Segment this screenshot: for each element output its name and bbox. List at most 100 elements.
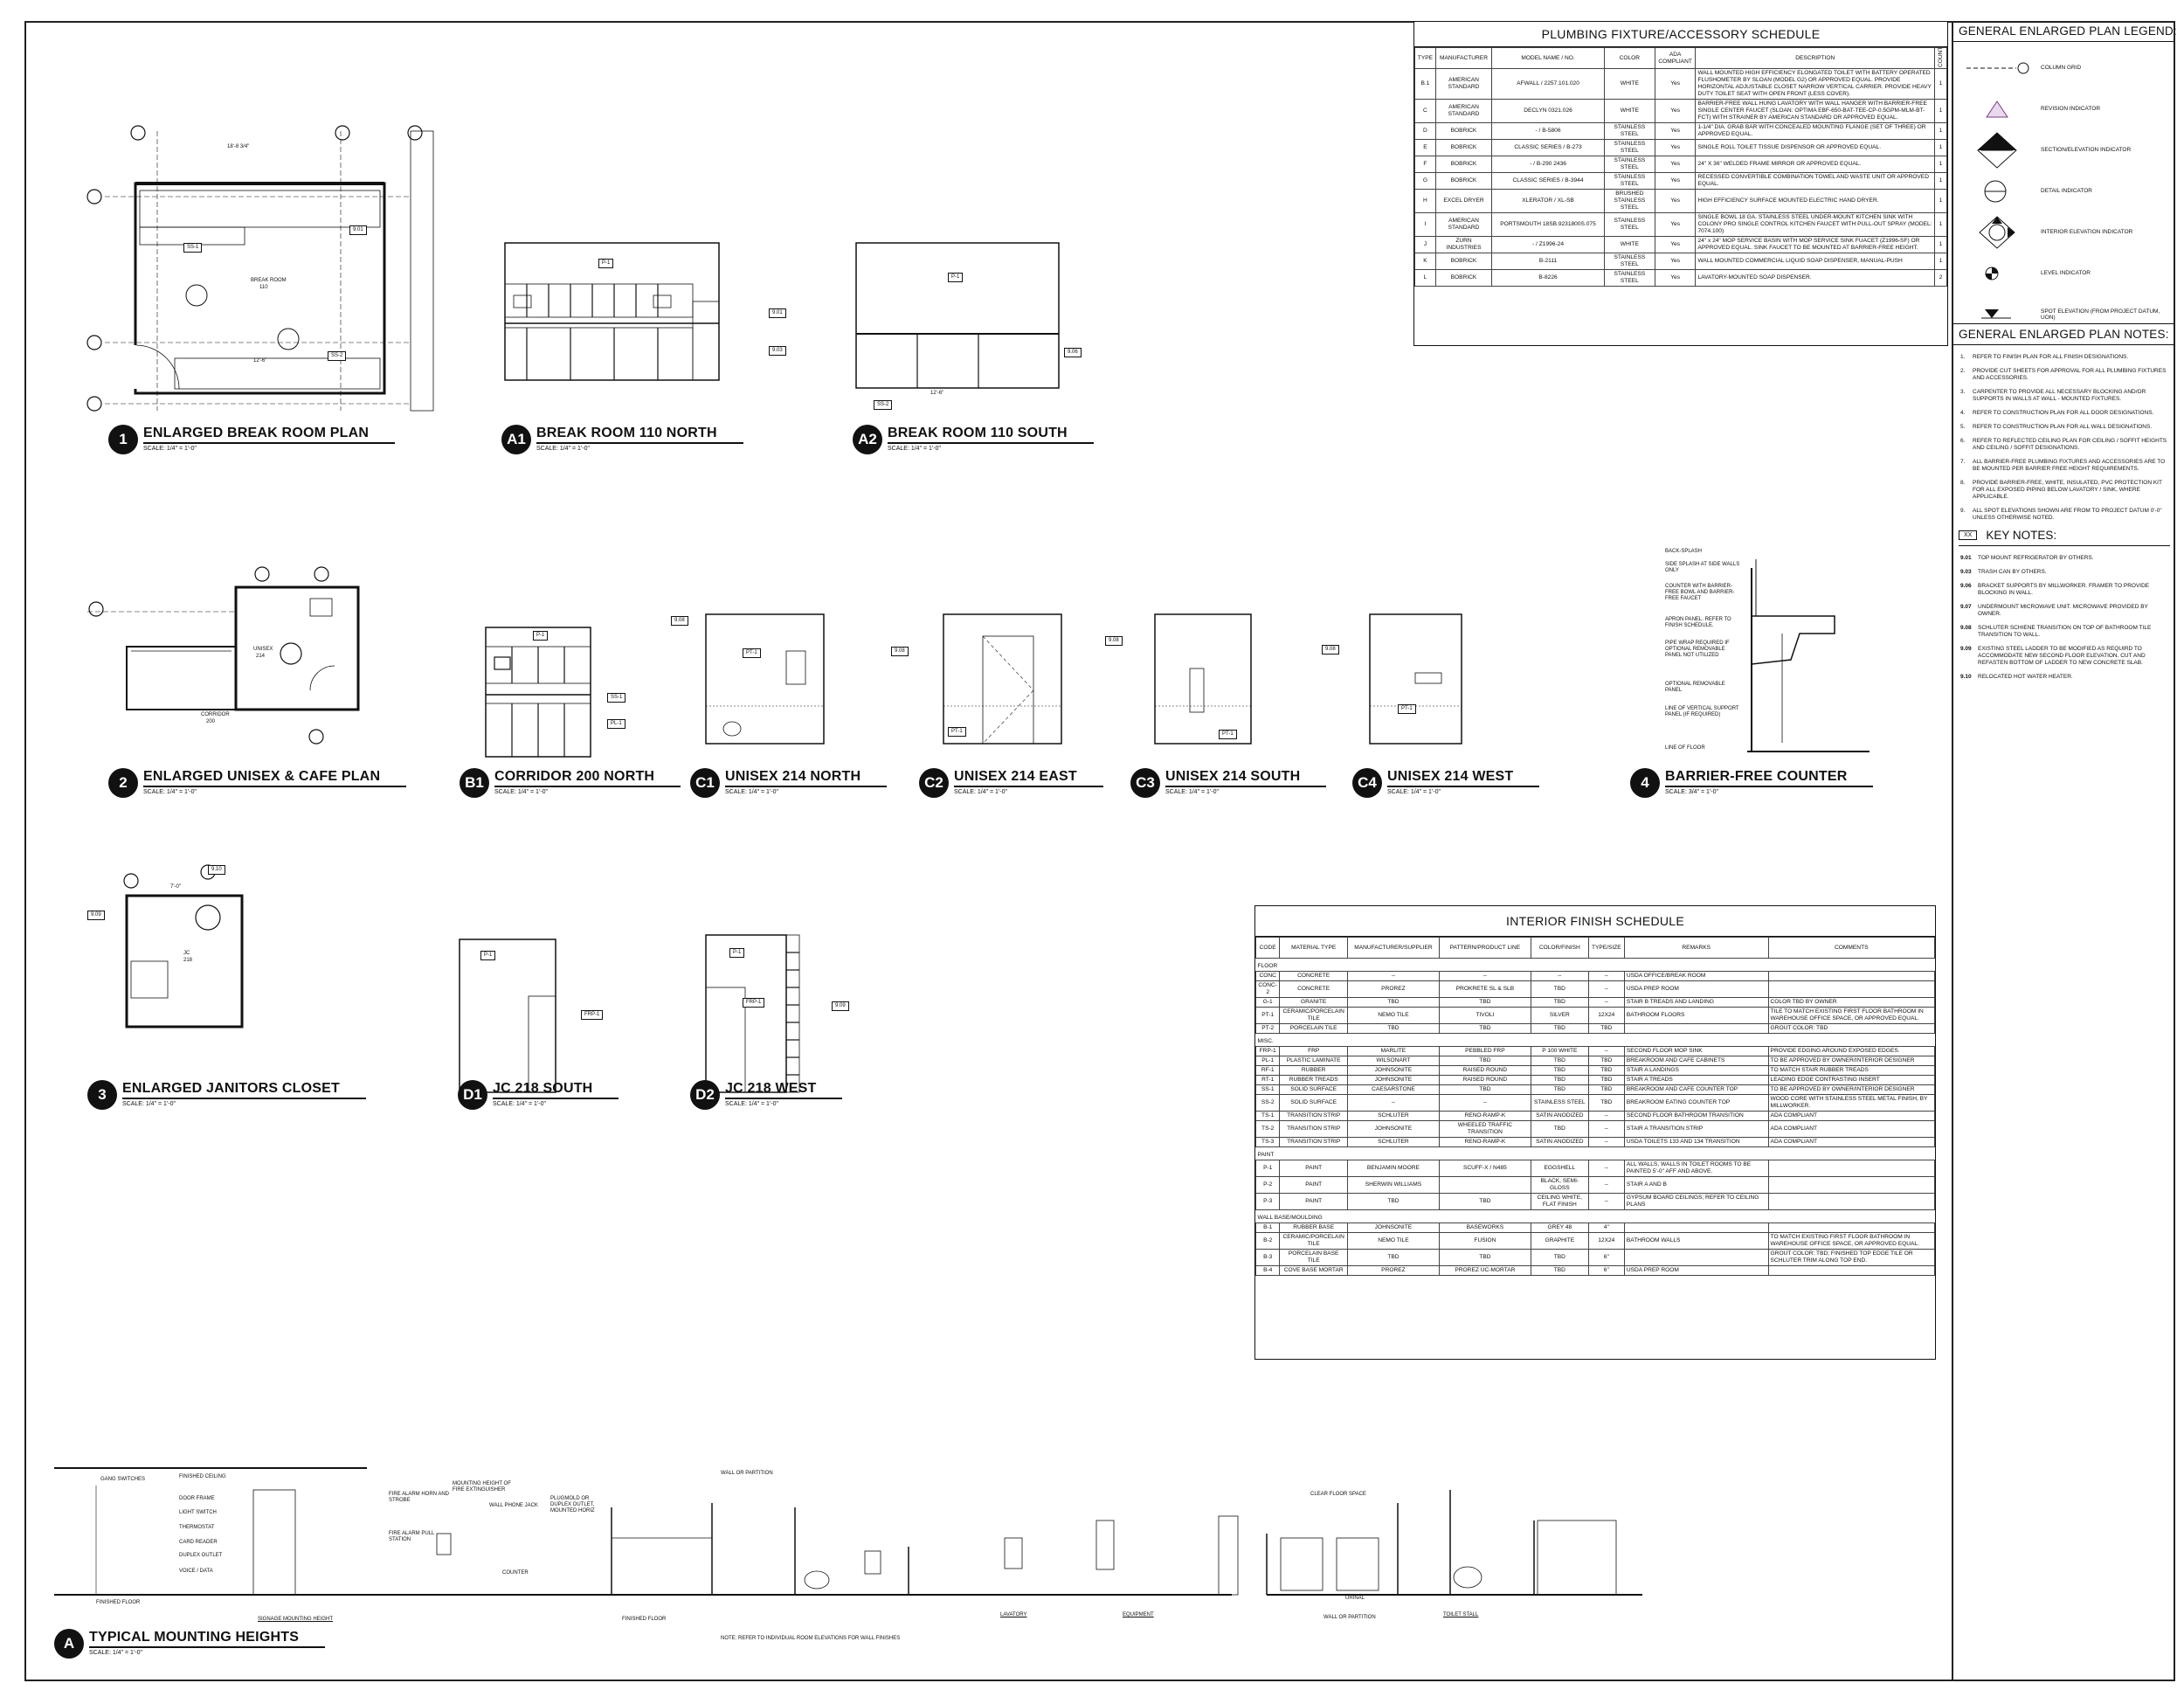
counter-callout: COUNTER WITH BARRIER-FREE BOWL AND BARRI…	[1665, 584, 1735, 601]
key-note-code: 9.07	[1960, 604, 1972, 610]
revision-indicator-icon	[1953, 99, 2041, 120]
paint-tag-a2: P-1	[948, 273, 964, 282]
legend-item: REVISION INDICATOR	[1953, 88, 2175, 129]
key-note-text: SCHLUTER SCHIENE TRANSITION ON TOP OF BA…	[1978, 625, 2152, 638]
plumbing-cell: LAVATORY-MOUNTED SOAP DISPENSER.	[1695, 269, 1935, 287]
keynote-tag-909-d2: 9.09	[832, 1001, 849, 1011]
break-room-number: 110	[259, 285, 268, 290]
note-text: REFER TO CONSTRUCTION PLAN FOR ALL WALL …	[1973, 424, 2153, 430]
mounting-callout: WALL OR PARTITION	[721, 1471, 773, 1476]
plumbing-cell: HIGH EFFICIENCY SURFACE MOUNTED ELECTRIC…	[1695, 189, 1935, 213]
plumbing-cell: AMERICAN STANDARD	[1434, 68, 1493, 100]
key-note-code: 9.01	[1960, 555, 1972, 561]
drawing-title-text: JC 218 SOUTH	[493, 1080, 619, 1099]
drawing-scale: SCALE: 1/4" = 1'-0"	[725, 789, 778, 795]
finish-group-label: FLOOR	[1257, 963, 1278, 969]
finish-cell: PORCELAIN TILE	[1279, 1023, 1348, 1034]
plumbing-cell: BOBRICK	[1434, 269, 1493, 287]
ss2-tag-plan: SS-2	[328, 351, 347, 361]
legend-item: DETAIL INDICATOR	[1953, 170, 2175, 211]
counter-callout: PIPE WRAP REQUIRED IF OPTIONAL REMOVABLE…	[1665, 641, 1730, 658]
key-note-text: TOP MOUNT REFRIGERATOR BY OTHERS.	[1978, 555, 2094, 561]
keynote-tag-906: 9.06	[1064, 348, 1082, 357]
finish-cell: TBD	[1587, 1056, 1625, 1066]
detail-indicator-icon	[1953, 174, 2041, 209]
finish-group-label: WALL BASE/MOULDING	[1257, 1215, 1323, 1221]
notes-title: GENERAL ENLARGED PLAN NOTES:	[1953, 323, 2175, 345]
drawing-scale: SCALE: 1/4" = 1'-0"	[143, 446, 197, 452]
finish-group-label: PAINT	[1257, 1152, 1275, 1158]
note-number: 3.	[1960, 389, 1966, 395]
counter-callout: SIDE SPLASH AT SIDE WALLS ONLY	[1665, 562, 1740, 573]
mounting-callout: LIGHT SWITCH	[179, 1510, 217, 1515]
paint-tag-d1: P-1	[480, 951, 496, 960]
general-note: 5.REFER TO CONSTRUCTION PLAN FOR ALL WAL…	[1960, 424, 2168, 431]
key-notes-title: KEY NOTES:	[1986, 529, 2057, 542]
note-number: 7.	[1960, 459, 1966, 465]
counter-callout: BACK-SPLASH	[1665, 549, 1703, 554]
interior-elevation-icon	[1953, 213, 2041, 252]
finish-cell: RENO-RAMP-K	[1438, 1137, 1531, 1147]
general-note: 4.REFER TO CONSTRUCTION PLAN FOR ALL DOO…	[1960, 410, 2168, 417]
key-note-code: 9.03	[1960, 569, 1972, 575]
drawing-scale: SCALE: 1/4" = 1'-0"	[1387, 789, 1441, 795]
note-number: 8.	[1960, 480, 1966, 486]
legend-item-label: DETAIL INDICATOR	[2041, 188, 2092, 194]
finish-cell: PAINT	[1279, 1193, 1348, 1210]
plumbing-fixture-schedule: PLUMBING FIXTURE/ACCESSORY SCHEDULE TYPE…	[1413, 21, 1948, 346]
finish-cell: TBD	[1438, 1193, 1531, 1210]
keynote-tag-901: 9.01	[349, 225, 367, 235]
mounting-callout: WALL OR PARTITION	[1324, 1615, 1376, 1620]
drawing-title-text: ENLARGED JANITORS CLOSET	[122, 1080, 366, 1099]
plumbing-cell: Yes	[1654, 68, 1697, 100]
note-number: 6.	[1960, 438, 1966, 444]
finish-schedule-title: INTERIOR FINISH SCHEDULE	[1255, 906, 1935, 937]
key-note-text: RELOCATED HOT WATER HEATER.	[1978, 674, 2073, 680]
note-text: REFER TO FINISH PLAN FOR ALL FINISH DESI…	[1973, 354, 2129, 360]
finish-cell: PT-2	[1254, 1023, 1281, 1034]
drawing-number-bubble: C1	[690, 768, 720, 798]
finish-cell: B-4	[1254, 1265, 1281, 1276]
corridor-north-elevation	[485, 627, 591, 758]
drawing-number-bubble: D1	[458, 1080, 487, 1110]
key-notes-badge: XX	[1959, 530, 1978, 540]
drawing-title-text: BARRIER-FREE COUNTER	[1665, 768, 1874, 787]
plumbing-cell: WHITE	[1603, 68, 1655, 100]
pt1-tag-c1: PT-1	[743, 648, 761, 658]
drawing-scale: SCALE: 1/4" = 1'-0"	[536, 446, 590, 452]
corridor-label: CORRIDOR	[201, 712, 230, 717]
mounting-callout: FIRE ALARM PULL STATION	[389, 1531, 435, 1542]
drawing-number-bubble: B1	[460, 768, 489, 798]
drawing-scale: SCALE: 1/4" = 1'-0"	[89, 1650, 142, 1656]
key-note-code: 9.10	[1960, 674, 1972, 680]
plumbing-cell: BRUSHED STAINLESS STEEL	[1603, 189, 1655, 213]
counter-callout: OPTIONAL REMOVABLE PANEL	[1665, 682, 1725, 693]
mounting-callout: DUPLEX OUTLET	[179, 1553, 223, 1558]
jc-width-dim: 7'-0"	[170, 884, 181, 890]
mounting-callout: DOOR FRAME	[179, 1496, 215, 1501]
plumbing-header-cell: COLOR	[1603, 47, 1655, 69]
general-note: 1.REFER TO FINISH PLAN FOR ALL FINISH DE…	[1960, 354, 2168, 361]
finish-cell: GROUT COLOR: TBD	[1767, 1023, 1936, 1034]
toilet-stall-label: TOILET STALL	[1443, 1612, 1479, 1617]
plumbing-cell: PORTSMOUTH 18SB.9231800S.075	[1491, 212, 1605, 237]
drawing-scale: SCALE: 1/4" = 1'-0"	[954, 789, 1007, 795]
finish-cell: GYPSUM BOARD CEILINGS; REFER TO CEILING …	[1623, 1193, 1769, 1210]
mounting-finished-floor: FINISHED FLOOR	[96, 1600, 141, 1605]
plumbing-schedule-title: PLUMBING FIXTURE/ACCESSORY SCHEDULE	[1414, 22, 1947, 47]
break-room-overall-dim: 18'-8 3/4"	[227, 144, 250, 149]
legend-item-label: SPOT ELEVATION (FROM PROJECT DATUM, UON)	[2041, 308, 2160, 321]
